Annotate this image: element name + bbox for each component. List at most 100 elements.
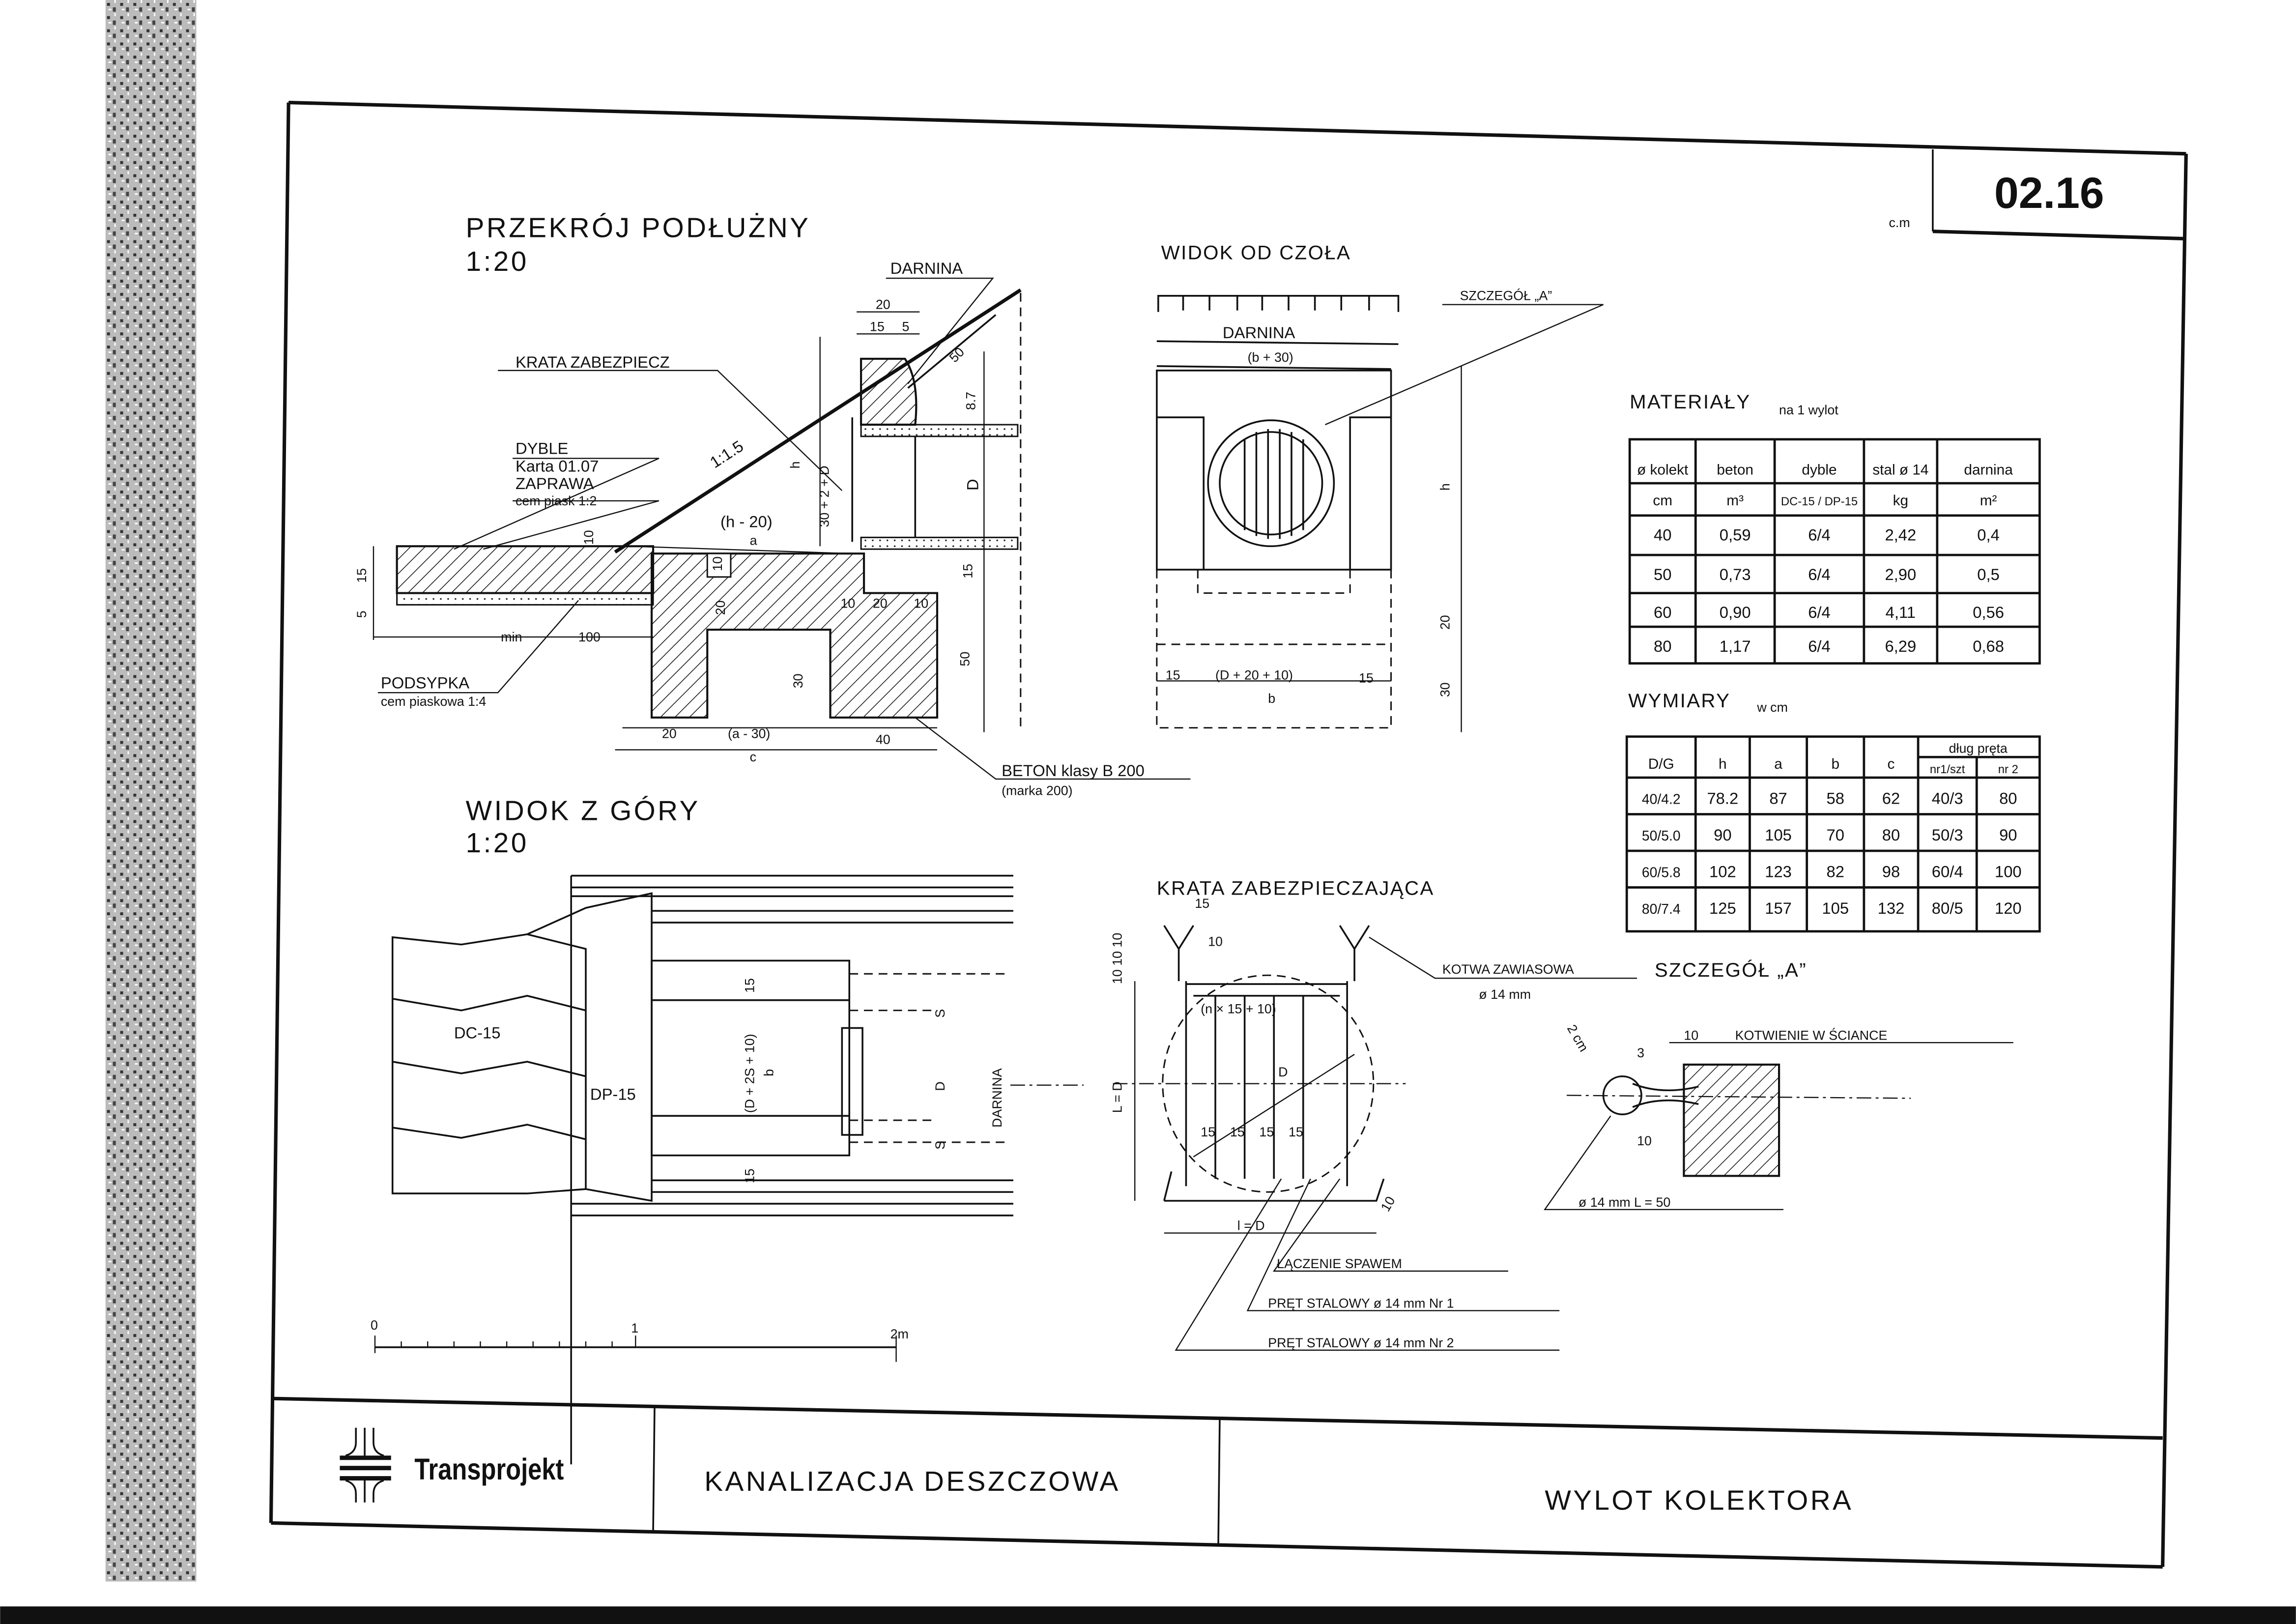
front-dim-h: h	[1438, 483, 1453, 491]
materials-cell: 2,42	[1885, 525, 1916, 544]
paving-blocks	[391, 892, 653, 1202]
materials-cell: 6/4	[1808, 565, 1831, 583]
label-zaprawa: ZAPRAWA	[516, 474, 594, 493]
materials-unit-cell: cm	[1653, 493, 1672, 509]
leader	[1246, 1178, 1560, 1311]
label-zaprawa-mix: cem piask 1:2	[516, 493, 597, 508]
grate-dim-15: 15	[1195, 896, 1209, 911]
label-beton-marka: (marka 200)	[1002, 783, 1072, 798]
top-view-title: WIDOK Z GÓRY	[466, 795, 700, 826]
recess	[706, 552, 732, 578]
dimensions-cell: 80	[1882, 826, 1900, 844]
dimensions-cell: 123	[1765, 863, 1792, 881]
materials-unit-cell: DC-15 / DP-15	[1781, 495, 1858, 508]
dimensions-title: WYMIARY	[1628, 690, 1730, 712]
base-bar	[1163, 1171, 1385, 1202]
front-dim-30: 30	[1438, 682, 1453, 697]
dimensions-header-cell: h	[1719, 756, 1727, 772]
transprojekt-logo-icon	[340, 1427, 391, 1503]
dim-D: D	[963, 479, 981, 491]
detail-wall: KOTWIENIE W ŚCIANCE	[1735, 1027, 1888, 1043]
materials-unit-cell: kg	[1893, 493, 1908, 509]
materials-cell: 2,90	[1885, 565, 1916, 583]
detail-dim-10b: 10	[1637, 1133, 1652, 1148]
concrete-body	[650, 552, 939, 719]
dim-20-bottom: 20	[662, 726, 677, 741]
grate-title: KRATA ZABEZPIECZAJĄCA	[1157, 877, 1435, 899]
dimensions-cell: 120	[1995, 899, 2022, 917]
dim-15-top: 15	[870, 319, 885, 334]
label-dp15: DP-15	[590, 1085, 636, 1103]
materials-cell: 0,59	[1720, 525, 1751, 544]
front-dim-D: (D + 20 + 10)	[1215, 667, 1293, 682]
headwall-outline	[1156, 369, 1392, 571]
materials-cell: 6/4	[1808, 603, 1831, 621]
dimensions-header-cell: a	[1774, 756, 1782, 772]
leader	[454, 458, 660, 550]
dim-h-sum: 30 + 2 + D	[817, 465, 832, 527]
dimensions-subtitle: w cm	[1756, 700, 1788, 715]
grate-anchor: KOTWA ZAWIASOWA	[1442, 962, 1574, 977]
label-bg	[588, 1080, 648, 1107]
dim-5-top: 5	[902, 319, 909, 334]
detail-dim-10: 10	[1684, 1028, 1698, 1043]
head-wall	[860, 357, 918, 426]
label-darnina: DARNINA	[890, 259, 963, 277]
top-view: WIDOK Z GÓRY 1:20 DC-15 DP-15 15 15 (D +…	[391, 795, 1084, 1465]
leader	[1272, 1178, 1508, 1272]
materials-header-cell: stal ø 14	[1872, 462, 1928, 478]
top-dim-s1: S	[933, 1009, 947, 1018]
label-podsypka-mix: cem piaskowa 1:4	[381, 694, 487, 709]
grate-dim-10: 10	[1208, 934, 1223, 949]
sod-blocks	[1157, 295, 1400, 312]
top-dim-s2: S	[933, 1141, 947, 1150]
dim-h-minus-20: (h - 20)	[720, 513, 773, 531]
front-dim-15-right: 15	[1359, 670, 1374, 685]
grate-L-D: L = D	[1110, 1081, 1124, 1113]
dim-15: 15	[354, 568, 369, 583]
top-dim-15b: 15	[743, 1168, 757, 1183]
top-dim-b: b	[761, 1069, 776, 1076]
materials-cell: 6,29	[1885, 637, 1916, 655]
dimensions-cell: 105	[1822, 899, 1849, 917]
dimensions-cell: 78.2	[1707, 789, 1738, 808]
front-dim-20: 20	[1438, 615, 1453, 630]
scale-tick-1: 1	[631, 1321, 638, 1335]
label-beton: BETON klasy B 200	[1002, 761, 1145, 780]
longitudinal-section: PRZEKRÓJ PODŁUŻNY 1:20 DARNINA KRATA ZAB…	[354, 212, 1191, 798]
dimensions-header-cell: D/G	[1648, 756, 1674, 772]
dimensions-header-cell: c	[1888, 756, 1895, 772]
leader	[915, 717, 1191, 780]
leader	[1175, 1178, 1560, 1351]
leader	[1369, 936, 1637, 979]
grate-dim-10b: 10	[1378, 1194, 1398, 1214]
dimensions-cell: 80	[1999, 789, 2017, 808]
dim-min: min	[501, 630, 522, 644]
anchor-rod	[1632, 1082, 1699, 1108]
grate-bars	[1214, 995, 1304, 1179]
dim-5: 5	[354, 610, 369, 618]
dimensions-cell: 157	[1765, 899, 1792, 917]
dim-10-d: 10	[914, 596, 928, 610]
top-dim-15a: 15	[743, 978, 757, 993]
grate-l-D: l = D	[1237, 1218, 1265, 1233]
leader	[1544, 1115, 1783, 1211]
dimensions-header-cell: dług pręta	[1949, 741, 2008, 755]
front-detail-ref: SZCZEGÓŁ „A”	[1460, 288, 1552, 303]
materials-cell: 0,68	[1973, 637, 2004, 655]
pipe-plan	[849, 973, 1010, 1143]
dim-50-slope: 50	[947, 345, 967, 365]
anchor-hooks	[1163, 925, 1370, 982]
grate-bar-spacing-1: 15	[1201, 1125, 1215, 1139]
dim-15-right: 15	[960, 564, 975, 579]
company-name: Transprojekt	[414, 1452, 564, 1486]
dim-30: 30	[791, 673, 805, 688]
slope-line	[614, 288, 1022, 554]
label-krata: KRATA ZABEZPIECZ	[516, 353, 670, 371]
grate-anchor-dia: ø 14 mm	[1479, 987, 1531, 1002]
materials-title: MATERIAŁY	[1630, 391, 1751, 413]
dim-20-top: 20	[876, 297, 890, 312]
grate-D: D	[1278, 1065, 1288, 1079]
headwall-plan	[651, 959, 851, 1157]
